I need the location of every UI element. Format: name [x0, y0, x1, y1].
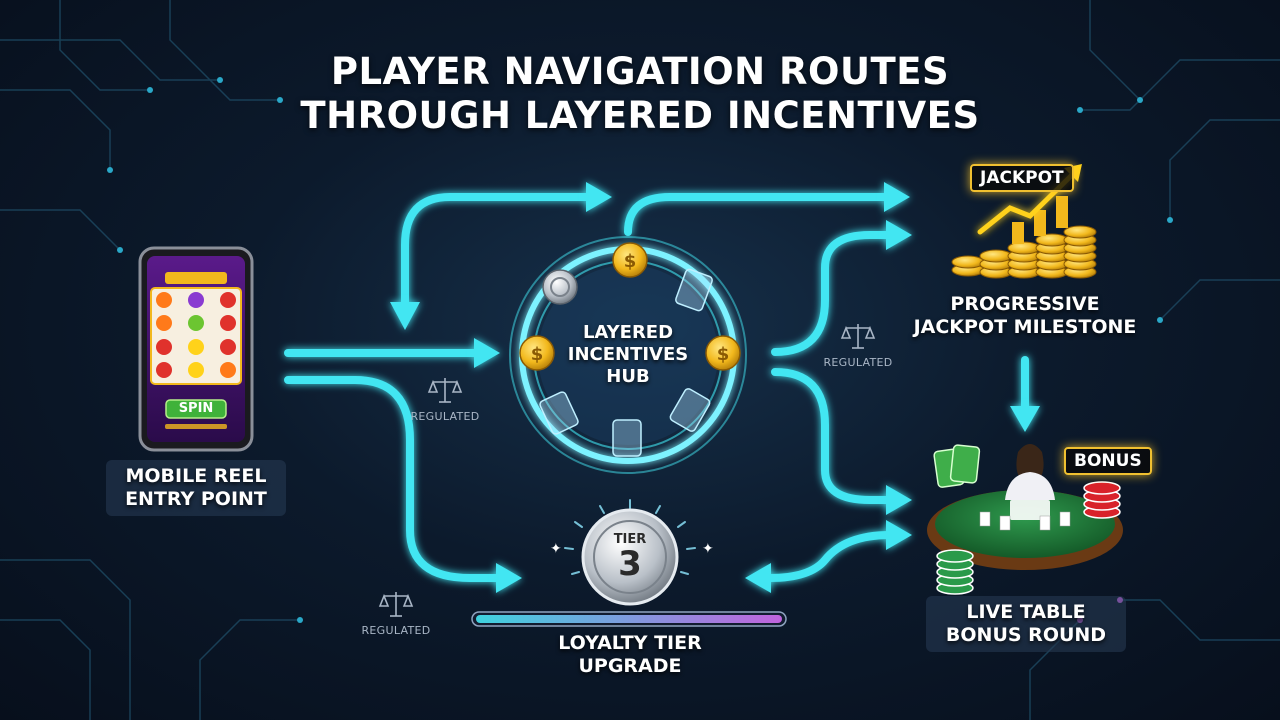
- spin-button: SPIN: [178, 401, 214, 416]
- regulated-label-tier: REGULATED: [361, 624, 431, 637]
- silver-coin-icon: [542, 269, 578, 305]
- entry-label-line-1: MOBILE REEL: [125, 465, 267, 487]
- jackpot-label-line-1: PROGRESSIVE: [950, 293, 1100, 315]
- bonus-tag: BONUS: [1064, 447, 1152, 475]
- hub-cards: [539, 268, 713, 457]
- entry-node-label: MOBILE REEL ENTRY POINT: [106, 460, 286, 516]
- live-label-line-2: BONUS ROUND: [945, 624, 1107, 646]
- page-title: PLAYER NAVIGATION ROUTES THROUGH LAYERED…: [0, 50, 1280, 138]
- svg-text:✦: ✦: [550, 541, 562, 557]
- tier-progress-bar: [471, 611, 787, 627]
- coin-icon: $: [612, 242, 648, 278]
- scale-icon: [840, 324, 876, 349]
- tier-label-line-2: UPGRADE: [578, 655, 682, 677]
- spin-button-shape: [165, 399, 227, 419]
- reel-fruits: [156, 292, 236, 378]
- hub-label-line-3: HUB: [606, 366, 650, 387]
- arrow-entry-to-tier: [284, 376, 504, 582]
- arrow-hub-to-jackpot-lower: [771, 231, 894, 356]
- hub-label-line-1: LAYERED: [582, 322, 674, 343]
- entry-label-line-2: ENTRY POINT: [125, 488, 267, 510]
- arrow-heads: [390, 182, 1040, 593]
- regulated-label-entry: REGULATED: [410, 410, 480, 423]
- card-icon: [675, 268, 713, 312]
- chip-stack-icon: [936, 549, 974, 595]
- hub-node-label: LAYERED INCENTIVES HUB: [548, 322, 708, 388]
- jackpot-tag: JACKPOT: [970, 164, 1074, 192]
- card-icon: [669, 388, 711, 432]
- arrow-live-to-tier: [761, 531, 894, 582]
- live-table-icon: [927, 444, 1123, 595]
- tier-node-label: LOYALTY TIER UPGRADE: [530, 632, 730, 678]
- svg-text:✦: ✦: [702, 541, 714, 557]
- title-line-2: THROUGH LAYERED INCENTIVES: [300, 94, 980, 137]
- live-label-line-1: LIVE TABLE: [966, 601, 1086, 623]
- slot-phone-icon: [138, 246, 254, 452]
- scale-icons: [378, 324, 876, 617]
- dealer-icon: [1005, 444, 1055, 500]
- scale-icon: [427, 378, 463, 403]
- jackpot-label-line-2: JACKPOT MILESTONE: [913, 316, 1137, 338]
- chip-stack-icon: [1083, 481, 1121, 519]
- arrow-hub-loop: [401, 193, 594, 309]
- regulated-label-hub: REGULATED: [823, 356, 893, 369]
- card-icon: [933, 444, 981, 488]
- scale-icon: [378, 592, 414, 617]
- svg-text:$: $: [717, 344, 730, 365]
- card-icon: [612, 419, 642, 457]
- coin-icon: $: [519, 335, 555, 371]
- tier-badge-number: 3: [618, 544, 642, 584]
- coin-icon: $: [705, 335, 741, 371]
- live-node-label: LIVE TABLE BONUS ROUND: [926, 596, 1126, 652]
- tier-label-line-1: LOYALTY TIER: [558, 632, 702, 654]
- tier-medal-icon: ✦ ✦: [550, 499, 714, 606]
- card-icon: [539, 391, 579, 435]
- title-line-1: PLAYER NAVIGATION ROUTES: [330, 50, 950, 93]
- svg-text:$: $: [531, 344, 544, 365]
- hub-coins: $ $ $: [519, 242, 741, 371]
- jackpot-node-label: PROGRESSIVE JACKPOT MILESTONE: [895, 293, 1155, 339]
- circuit-nodes: [107, 77, 1173, 623]
- gold-stack-icon: [951, 164, 1097, 279]
- hub-label-line-2: INCENTIVES: [567, 344, 689, 365]
- arrow-hub-to-live: [771, 368, 894, 504]
- svg-text:$: $: [624, 251, 637, 272]
- tier-badge-word: TIER: [613, 532, 647, 547]
- route-arrows: [284, 193, 1029, 582]
- arrow-hub-to-jackpot-top: [624, 193, 889, 236]
